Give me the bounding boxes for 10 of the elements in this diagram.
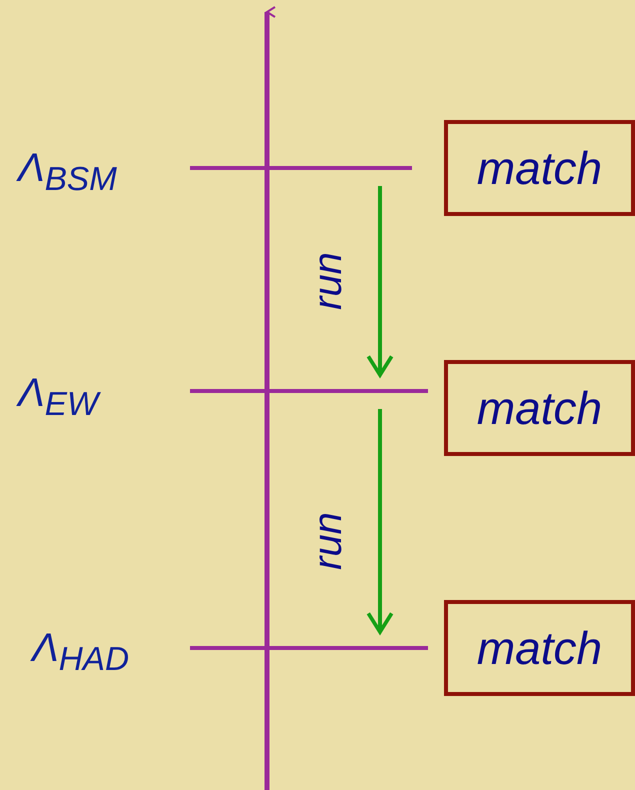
- arrow: [366, 409, 394, 634]
- match-box: match: [444, 360, 635, 456]
- match-box: match: [444, 120, 635, 216]
- scale-label: Λ$_{EW}$: [18, 373, 98, 422]
- match-box: match: [444, 600, 635, 696]
- scale-label: Λ$_{HAD}$: [32, 628, 130, 676]
- scale-label: Λ$_{BSM}$: [18, 148, 117, 196]
- edge-label: run: [308, 512, 348, 570]
- arrow: [366, 186, 394, 377]
- edge-label: run: [308, 252, 348, 310]
